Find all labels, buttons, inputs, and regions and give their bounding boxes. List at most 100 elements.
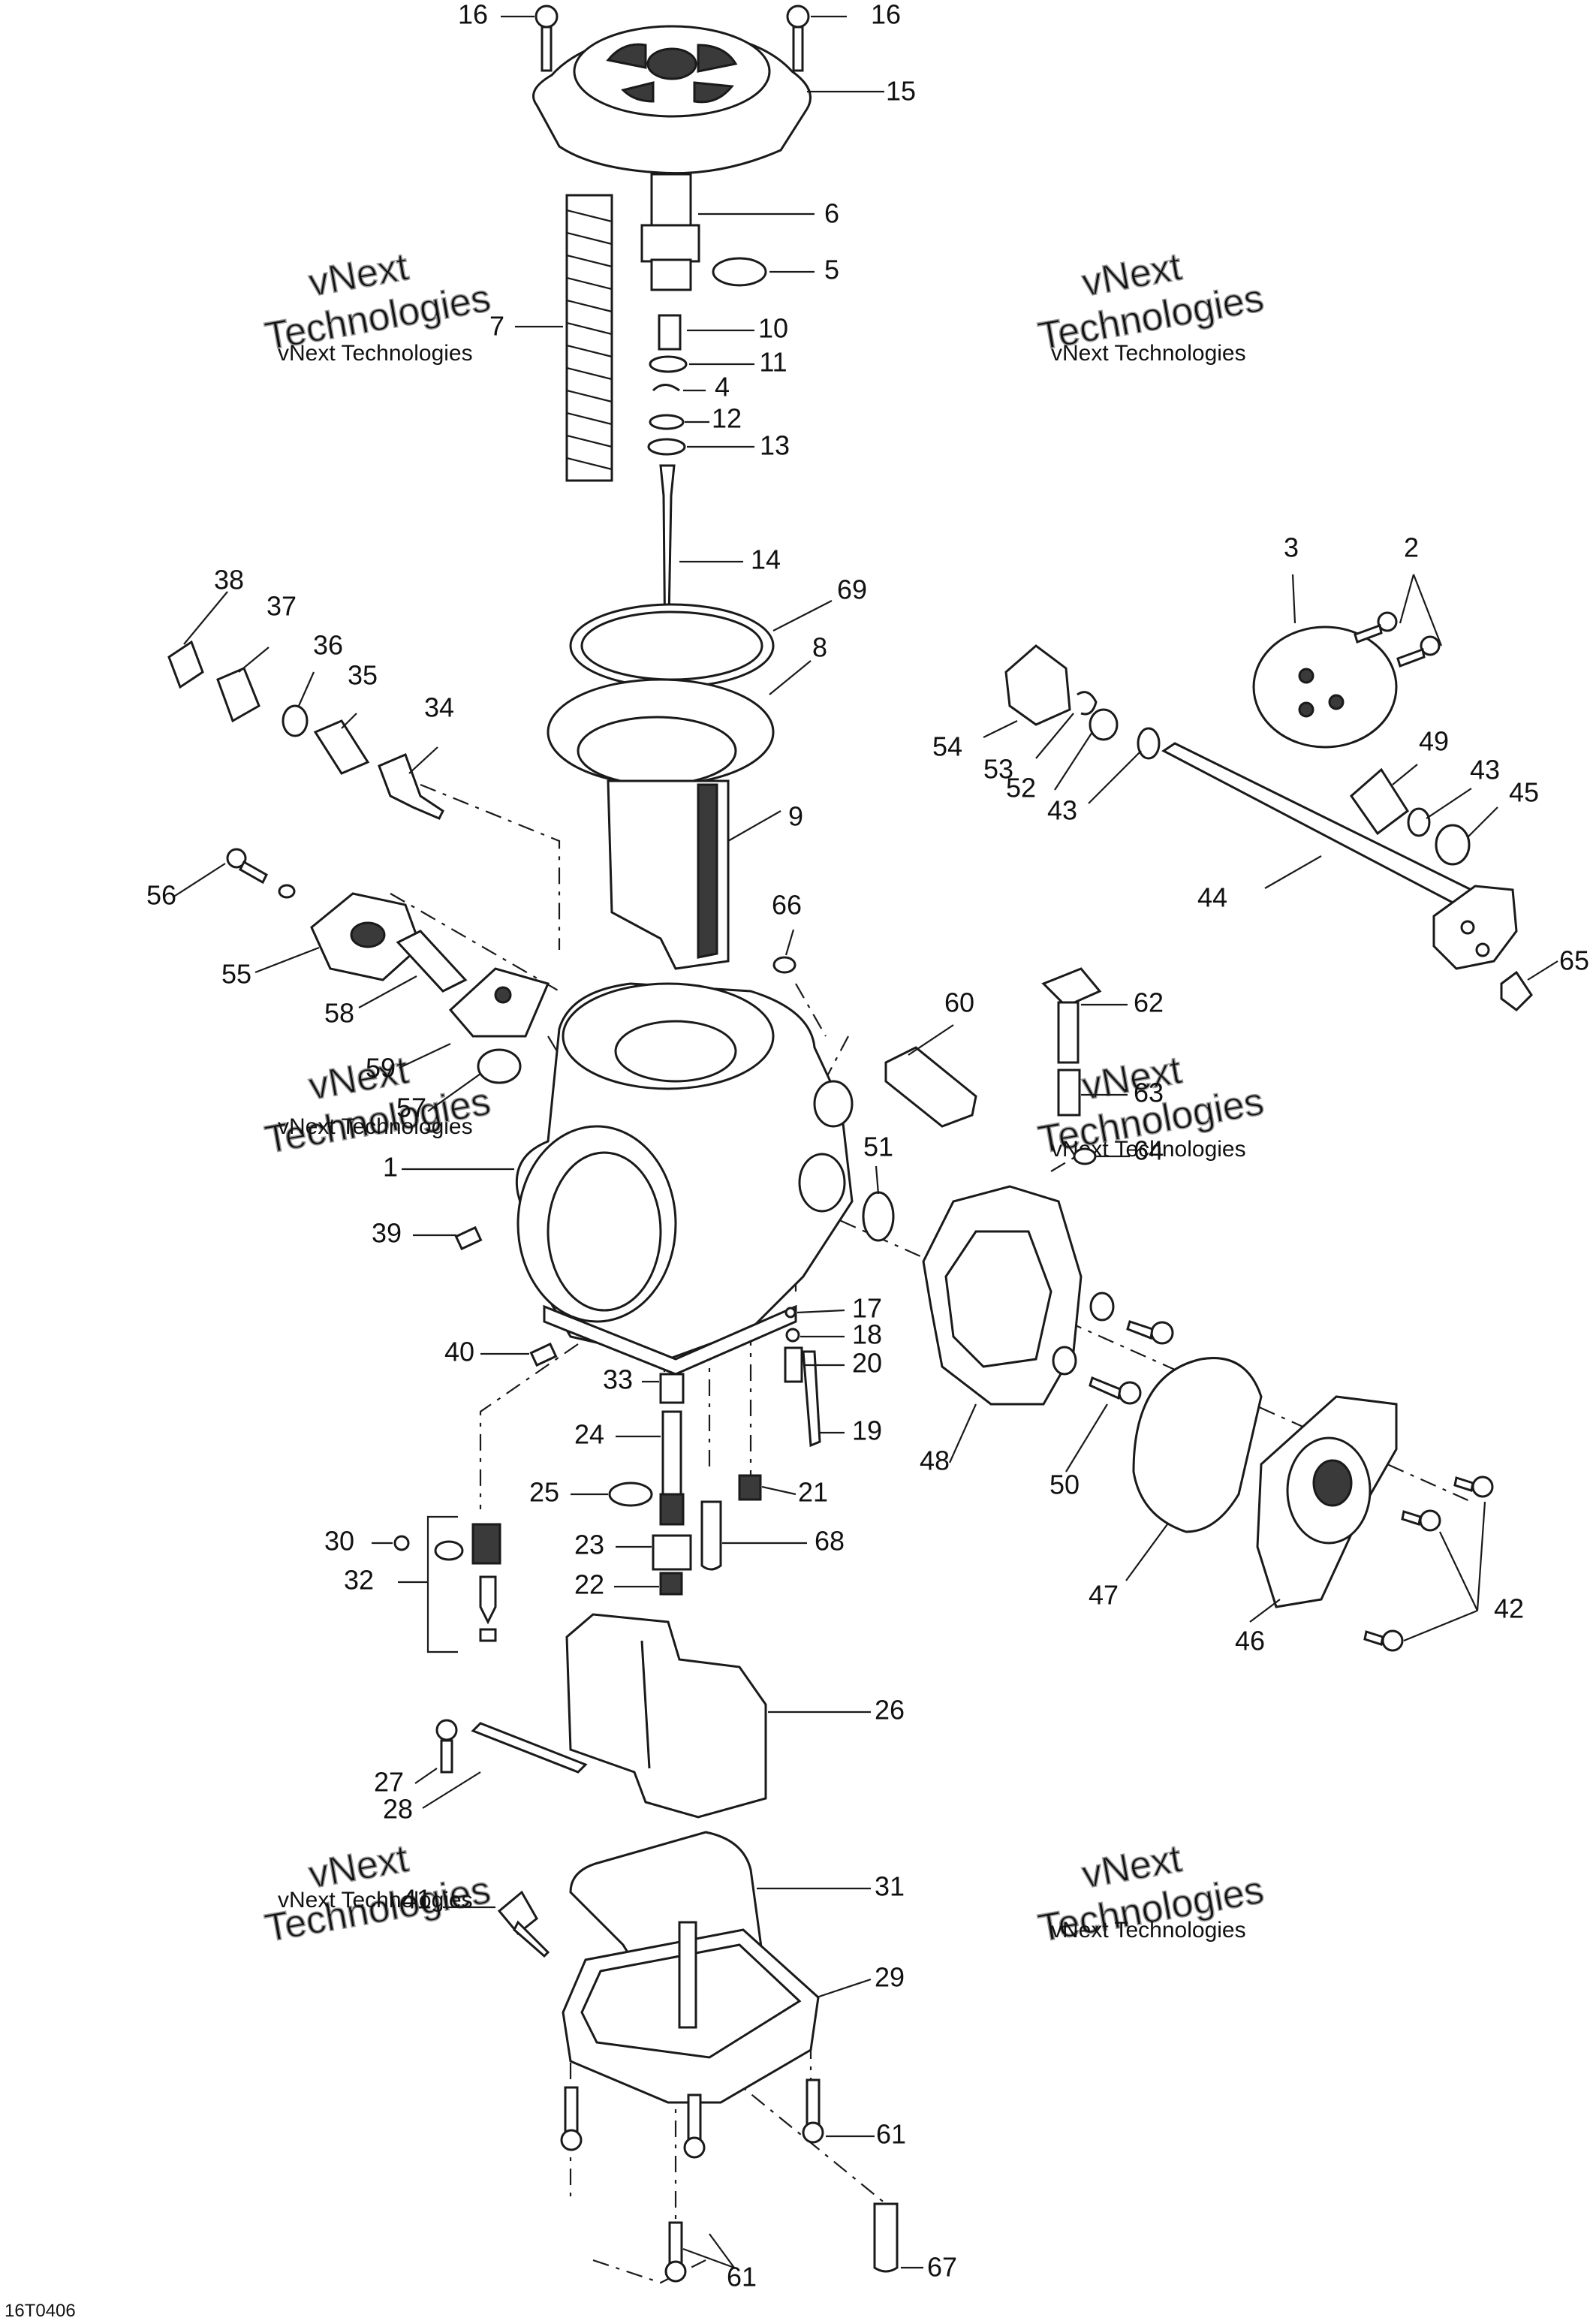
screw <box>802 2078 824 2144</box>
diaphragm-group <box>547 603 775 970</box>
air-screw-41 <box>497 1890 538 1936</box>
screw <box>560 2086 583 2151</box>
small-spring <box>658 314 682 351</box>
callout-label: 46 <box>1235 1626 1265 1656</box>
side-cover-group <box>862 967 1494 1652</box>
pilot-jet-21 <box>738 1474 762 1501</box>
callout-label: 15 <box>886 76 916 107</box>
lever-hole <box>1475 942 1490 957</box>
top-cover-vent <box>697 44 738 73</box>
callout-label: 14 <box>751 544 781 575</box>
callout-label: 27 <box>374 1767 404 1798</box>
callout-label: 7 <box>489 311 504 342</box>
e-clip-53 <box>1077 691 1098 716</box>
throttle-valve-3 <box>1252 625 1398 749</box>
watermark-text: vNext Technologies <box>278 1888 473 1913</box>
callout-label: 53 <box>983 754 1013 785</box>
top-cover-vent <box>693 81 734 104</box>
bushing-57 <box>477 1048 522 1084</box>
screw <box>1401 1509 1441 1532</box>
washer-30 <box>393 1535 410 1551</box>
callout-label: 44 <box>1197 882 1227 913</box>
callout-label: 61 <box>727 2262 757 2292</box>
callout-label: 26 <box>875 1695 905 1726</box>
callout-label: 10 <box>758 313 788 344</box>
screw <box>535 5 559 72</box>
callout-label: 64 <box>1134 1135 1164 1166</box>
holder-23 <box>652 1534 692 1571</box>
callout-label: 39 <box>372 1218 402 1249</box>
washer-43 <box>1137 727 1161 760</box>
screw <box>1453 1475 1494 1498</box>
washer-52 <box>1089 708 1119 741</box>
callout-label: 20 <box>852 1348 882 1379</box>
callout-label: 29 <box>875 1962 905 1993</box>
callout-label: 33 <box>603 1364 633 1395</box>
pilot-screw-39 <box>454 1225 483 1251</box>
callout-label: 55 <box>221 959 251 990</box>
clip <box>479 1628 497 1642</box>
callout-label: 54 <box>932 731 962 762</box>
callout-label: 66 <box>772 890 802 921</box>
watermark-top-right: vNext Technologies <box>1034 244 1268 359</box>
bushing-54 <box>1004 644 1071 726</box>
callout-label: 13 <box>760 430 790 461</box>
bracket-32 <box>426 1515 458 1653</box>
spring-58 <box>396 930 468 993</box>
needle-valve-group <box>393 1515 501 1653</box>
float-needle <box>479 1575 497 1625</box>
body-venturi-inner <box>547 1151 662 1312</box>
o-ring-25 <box>608 1482 653 1507</box>
carburetor-body <box>454 956 854 1376</box>
callout-label: 32 <box>344 1565 374 1596</box>
float-group <box>435 1613 820 2104</box>
jet-68 <box>700 1500 722 1571</box>
callout-label: 30 <box>324 1526 354 1557</box>
adjuster-62 <box>1041 967 1102 1008</box>
cover-55-bore <box>350 921 386 948</box>
spring <box>565 194 613 482</box>
enricher-nut <box>216 667 260 723</box>
air-screw-41-tip <box>513 1920 550 1958</box>
jet-stack <box>608 1307 821 1596</box>
callout-label: 49 <box>1419 726 1449 757</box>
callout-label: 45 <box>1509 777 1539 808</box>
callout-label: 50 <box>1049 1469 1080 1500</box>
spring-49 <box>1349 767 1410 836</box>
callout-label: 9 <box>788 801 803 832</box>
callout-label: 34 <box>424 692 454 723</box>
throttle-slide-shade <box>697 783 718 959</box>
callout-label: 56 <box>146 880 176 911</box>
callout-label: 51 <box>863 1132 893 1162</box>
lever-hole <box>1460 920 1475 935</box>
enricher-plunger <box>378 752 444 820</box>
callout-label: 41 <box>402 1884 432 1915</box>
float-bowl-29-post <box>678 1921 697 2029</box>
top-cover-vent <box>621 81 655 103</box>
float-pin-28 <box>471 1722 588 1774</box>
callout-label: 65 <box>1559 945 1589 976</box>
callout-label: 12 <box>712 403 742 434</box>
top-cover-vent <box>606 43 647 69</box>
callout-label: 28 <box>383 1794 413 1825</box>
spring-63 <box>1057 1069 1081 1117</box>
main-jet-22 <box>659 1572 683 1596</box>
throttle-valve-hole <box>1328 694 1345 710</box>
screw <box>1126 1320 1174 1345</box>
callout-label: 19 <box>852 1415 882 1446</box>
o-ring <box>434 1540 464 1561</box>
callout-label: 4 <box>715 372 730 402</box>
callout-label: 25 <box>529 1477 559 1508</box>
e-clip <box>652 384 680 392</box>
watermark-top-left: vNext Technologies <box>261 244 495 359</box>
washer <box>647 438 686 456</box>
needle-seat <box>471 1523 501 1565</box>
gasket-47 <box>1132 1357 1263 1533</box>
spring-20 <box>784 1346 803 1383</box>
o-ring-51 <box>862 1191 895 1242</box>
screw <box>226 848 268 885</box>
jet-33 <box>659 1373 685 1404</box>
callout-label: 3 <box>1284 532 1299 563</box>
